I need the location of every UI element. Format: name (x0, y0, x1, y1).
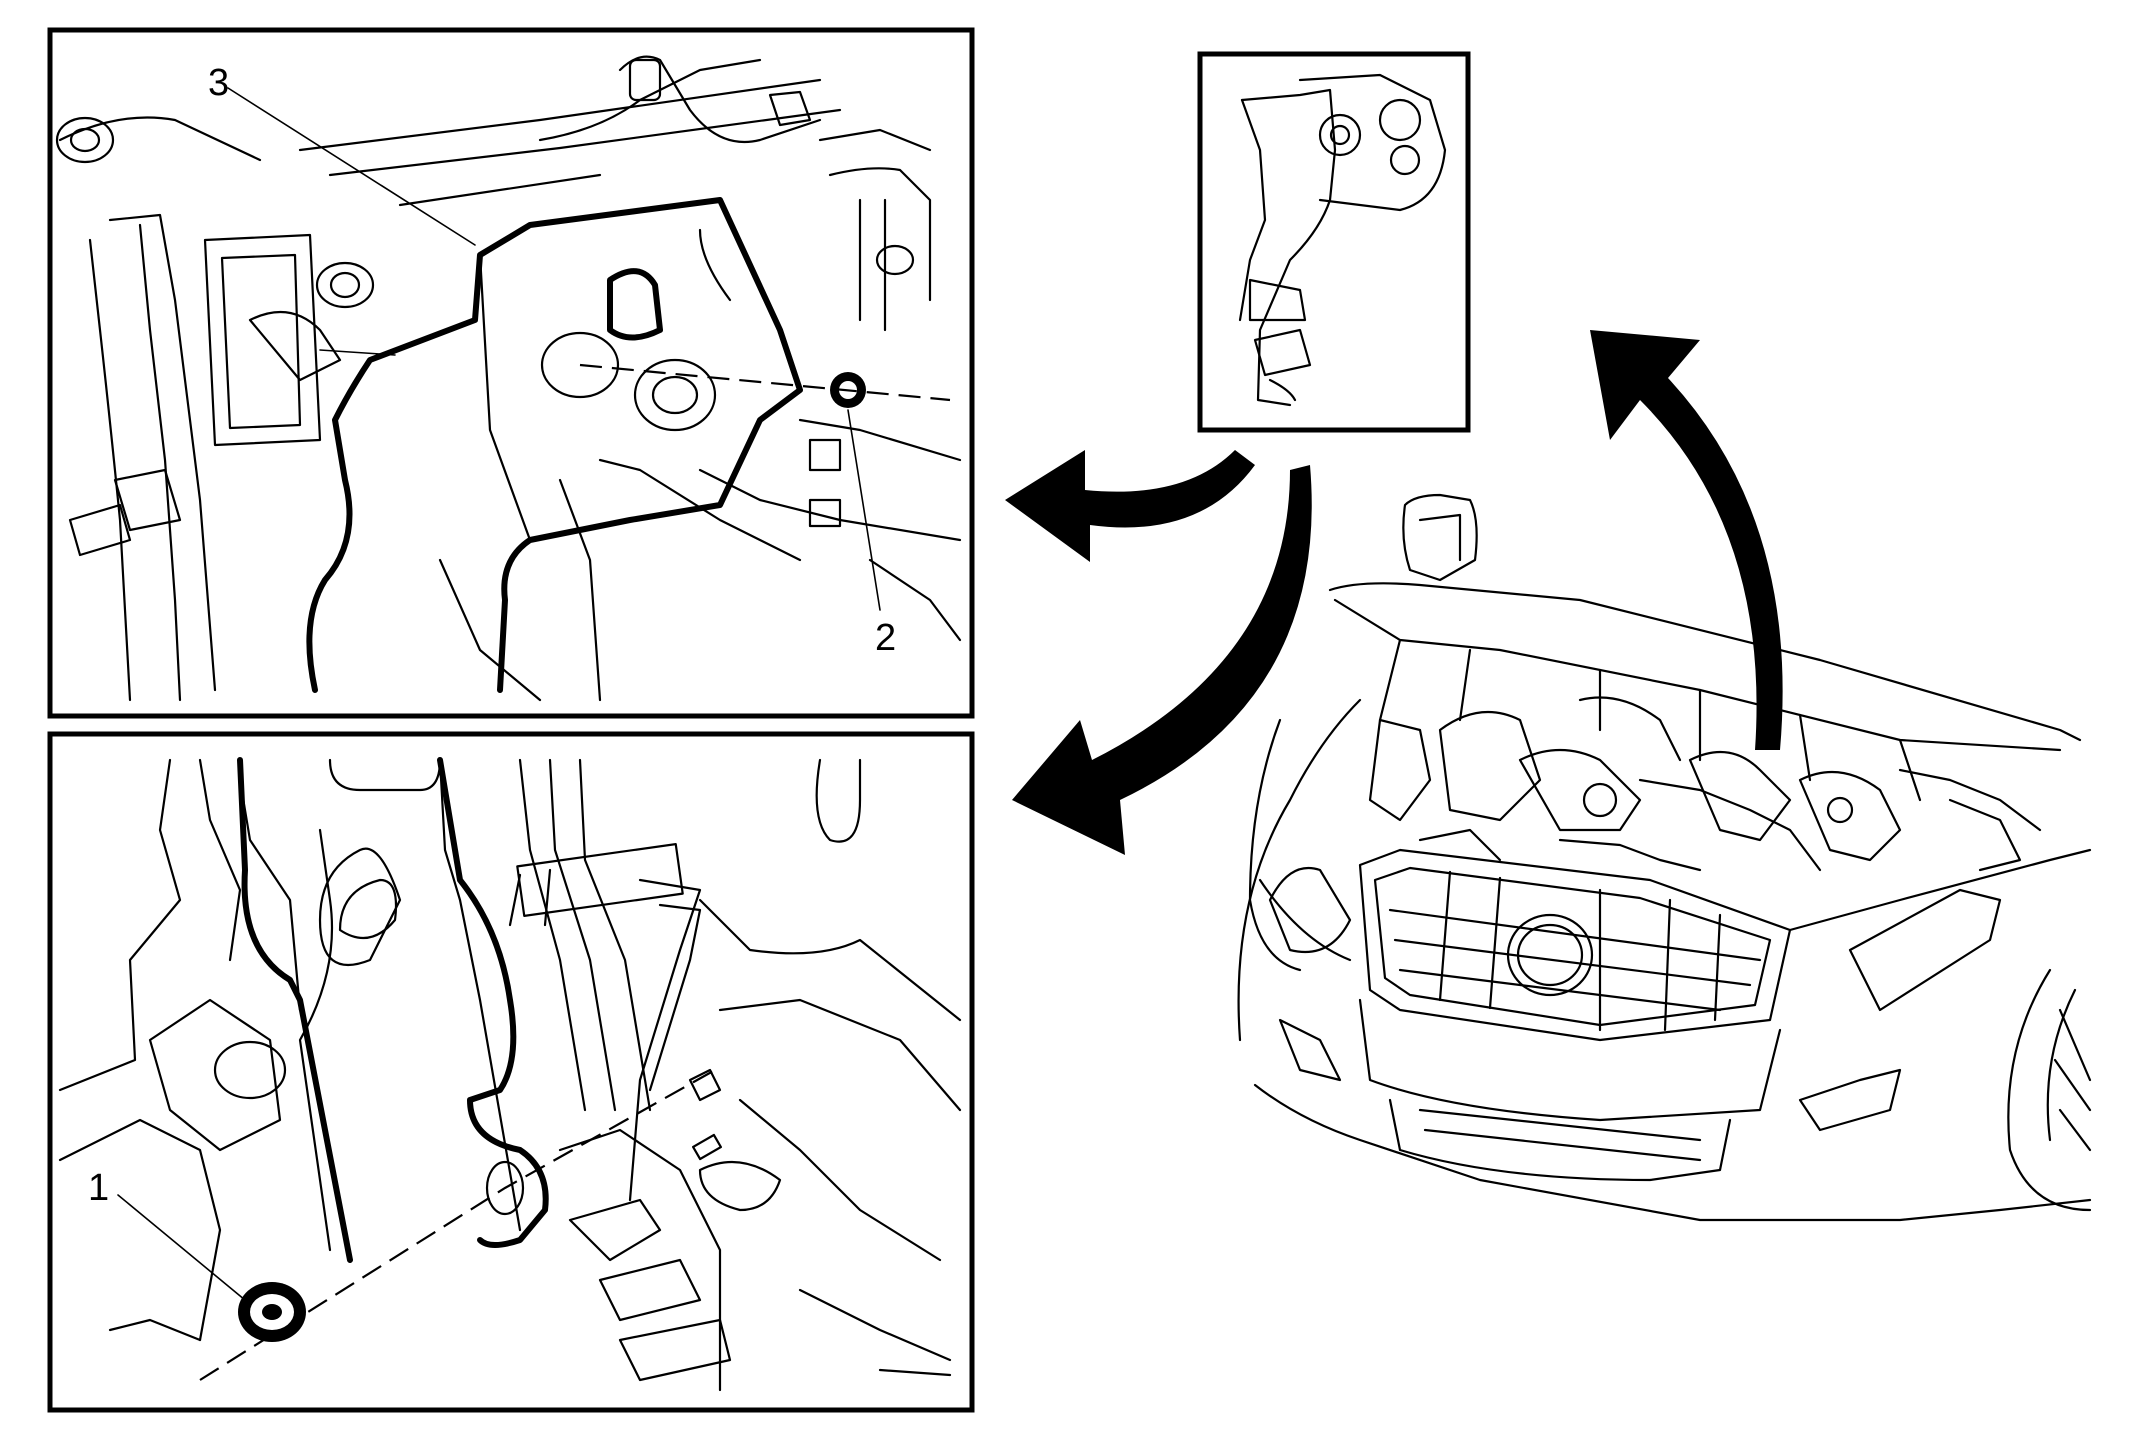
vehicle-illustration (1237, 493, 2092, 1222)
callout-1: 1 (88, 1167, 109, 1209)
inset-panel (1197, 51, 1471, 433)
arrow-to-inset (1590, 330, 1783, 750)
trim-panel-edge (237, 757, 353, 1263)
underbody-linework (58, 758, 962, 1392)
fastener-hole (540, 331, 620, 399)
detail-panel-bottom: 1 (47, 731, 975, 1413)
callout-2: 2 (875, 617, 896, 659)
fastener-1-grommet (238, 1282, 306, 1342)
arrows (1005, 330, 1783, 855)
trim-panel-outline (306, 197, 803, 693)
clip-tab (607, 268, 663, 341)
stud (692, 1133, 722, 1161)
callout-3: 3 (208, 62, 229, 104)
arrow-to-bottom-panel (1012, 465, 1312, 855)
arrow-to-top-panel (1005, 450, 1255, 562)
fastener-1-axis (199, 1069, 716, 1381)
detail-panel-top: 3 2 (47, 27, 975, 719)
engine-bay-linework-top (55, 55, 962, 702)
fastener-2-axis (579, 363, 951, 402)
